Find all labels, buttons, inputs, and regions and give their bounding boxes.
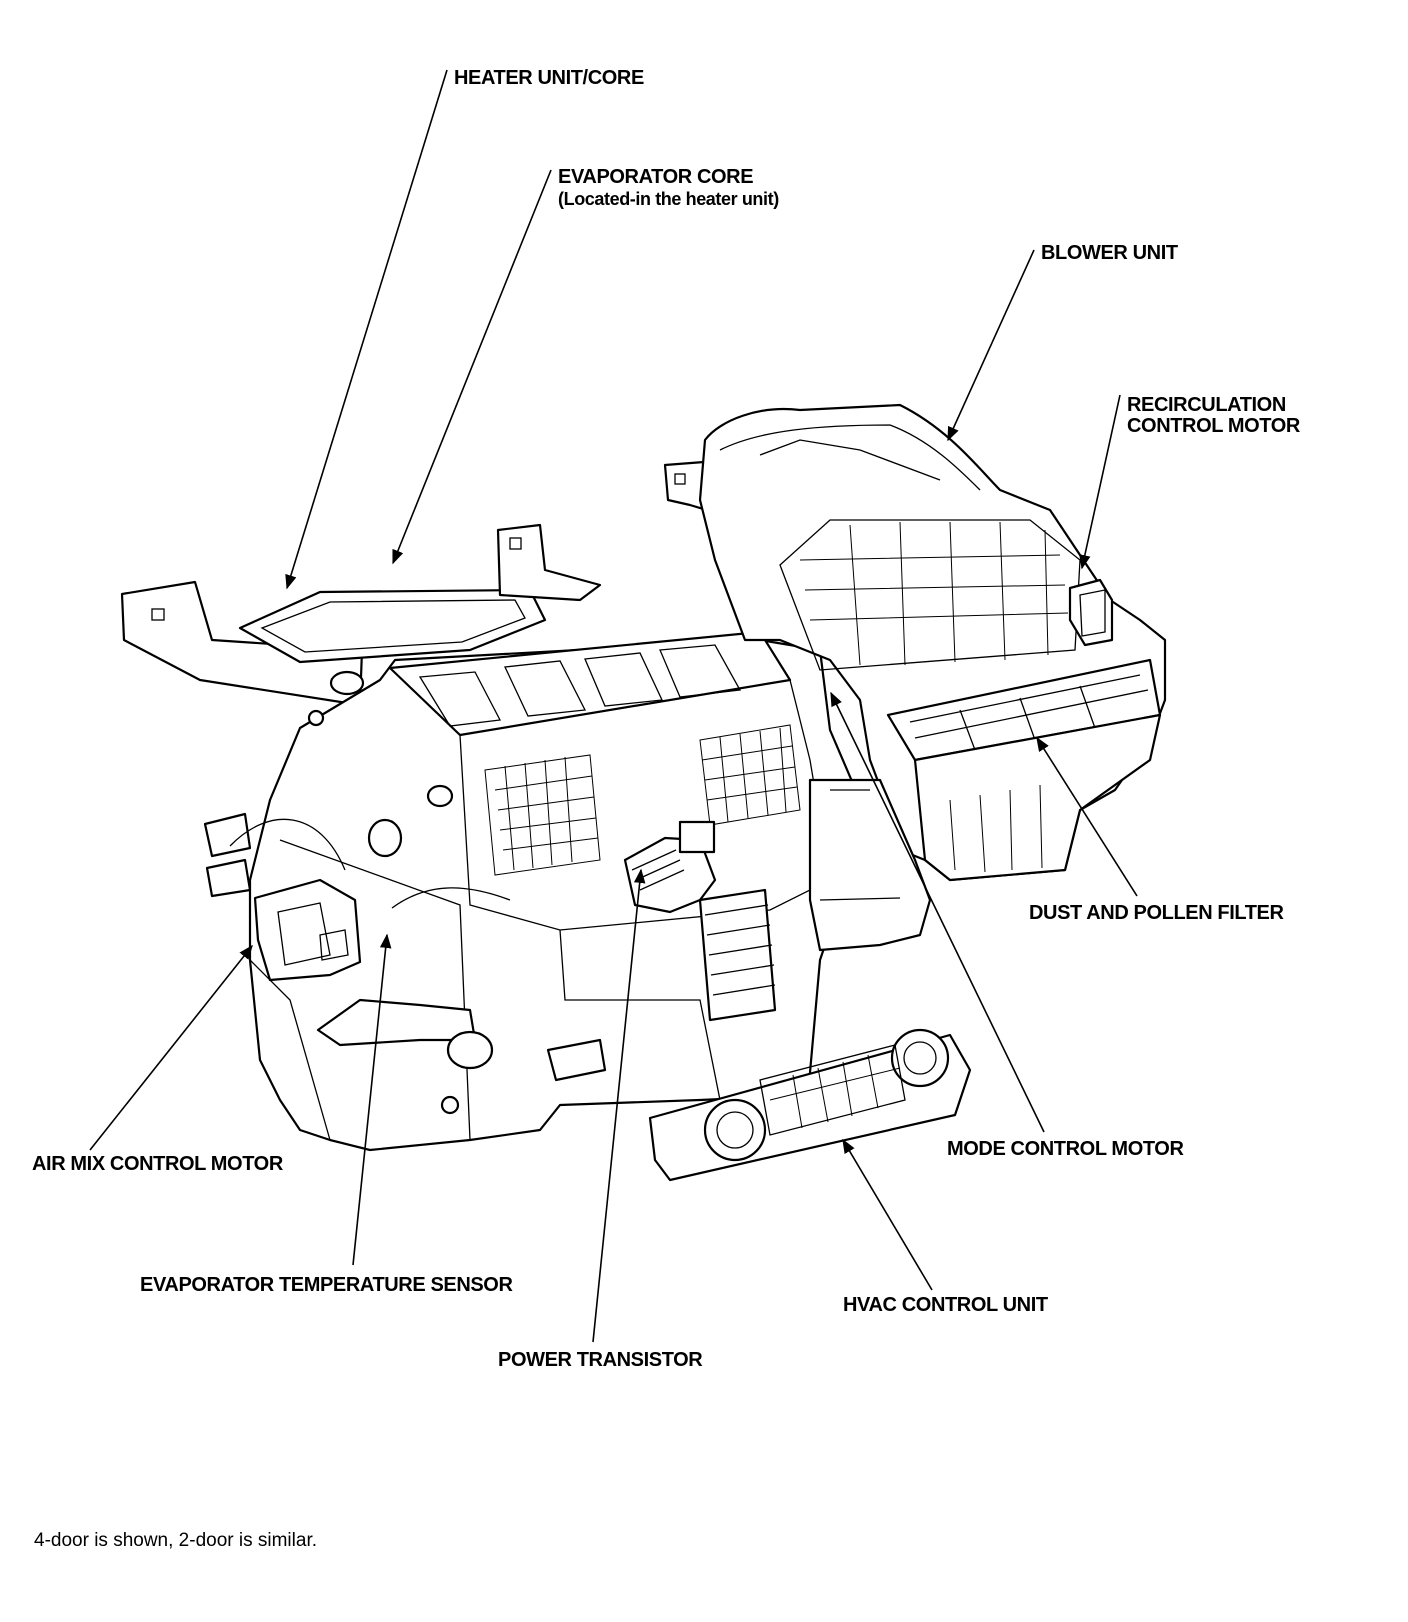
label-recirculation-line1: RECIRCULATION: [1127, 394, 1286, 416]
blower-unit-illustration: [663, 403, 1167, 952]
label-power-transistor: POWER TRANSISTOR: [498, 1349, 703, 1371]
leader-dust-pollen-filter: [1036, 736, 1138, 897]
label-evaporator-core: EVAPORATOR CORE: [558, 166, 754, 188]
leader-blower-unit: [947, 249, 1035, 442]
label-evaporator-core-note: (Located-in the heater unit): [558, 189, 779, 209]
heater-unit-illustration: [120, 523, 862, 1152]
leader-evaporator-core: [392, 169, 552, 565]
leader-lines: [89, 69, 1138, 1343]
label-mode-control-motor: MODE CONTROL MOTOR: [947, 1138, 1184, 1160]
leader-air-mix-control-motor: [89, 944, 253, 1151]
label-blower-unit: BLOWER UNIT: [1041, 242, 1178, 264]
label-recirculation-line2: CONTROL MOTOR: [1127, 415, 1300, 437]
label-dust-pollen-filter: DUST AND POLLEN FILTER: [1029, 902, 1284, 924]
label-evaporator-temperature-sensor: EVAPORATOR TEMPERATURE SENSOR: [140, 1274, 513, 1296]
label-air-mix-control-motor: AIR MIX CONTROL MOTOR: [32, 1153, 283, 1175]
hvac-control-unit-illustration: [648, 1028, 972, 1182]
leader-evaporator-temperature-sensor: [352, 933, 392, 1266]
leader-heater-unit-core: [285, 69, 448, 590]
leader-mode-control-motor: [830, 691, 1045, 1133]
label-heater-unit-core: HEATER UNIT/CORE: [454, 67, 644, 89]
label-hvac-control-unit: HVAC CONTROL UNIT: [843, 1294, 1048, 1316]
leader-power-transistor: [592, 868, 646, 1343]
footnote: 4-door is shown, 2-door is similar.: [34, 1530, 317, 1551]
leader-hvac-control-unit: [842, 1138, 933, 1291]
leader-recirculation-motor: [1079, 394, 1121, 570]
